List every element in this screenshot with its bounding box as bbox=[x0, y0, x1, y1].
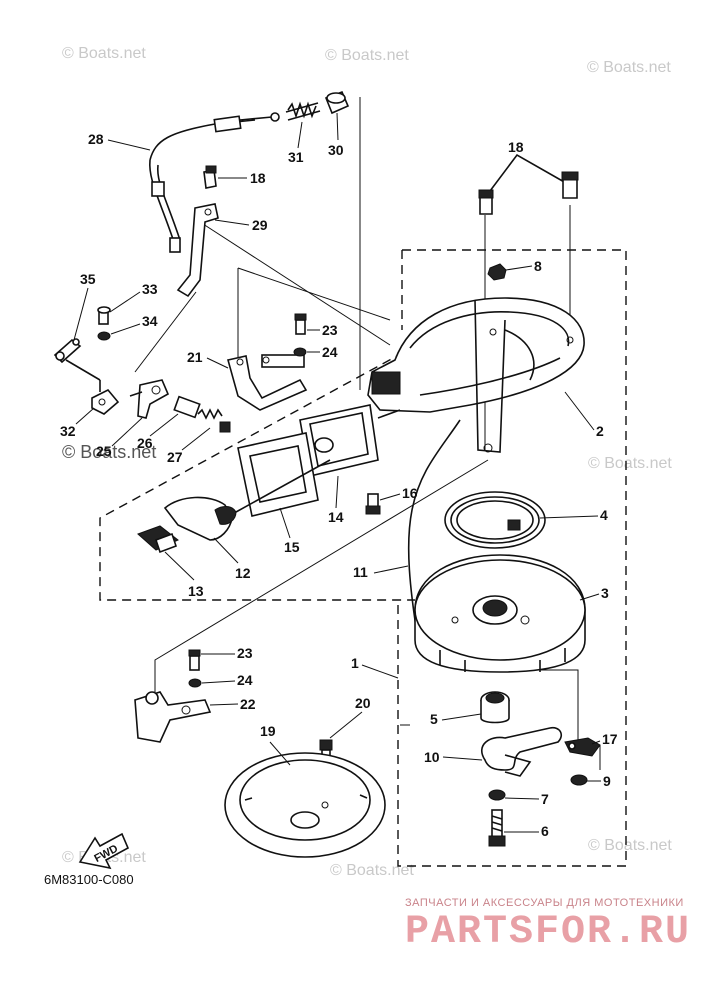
part-2-starter-case bbox=[367, 297, 585, 453]
part-6-bolt bbox=[488, 809, 506, 847]
part-7-washer bbox=[488, 789, 506, 801]
callout-6: 6 bbox=[541, 823, 549, 839]
part-15-seal bbox=[237, 432, 319, 517]
callout-29: 29 bbox=[252, 217, 268, 233]
callout-23: 23 bbox=[322, 322, 338, 338]
brand-logo: PARTSFOR.RU bbox=[405, 910, 691, 955]
part-25-lever bbox=[129, 379, 170, 419]
watermark: © Boats.net bbox=[587, 59, 671, 76]
callout-14: 14 bbox=[328, 509, 344, 525]
callout-labels: 1 2 3 4 5 6 7 8 9 10 11 12 13 14 15 16 1… bbox=[60, 112, 618, 839]
part-29-bracket bbox=[176, 203, 219, 298]
part-18-bolt bbox=[203, 165, 579, 215]
callout-2: 2 bbox=[596, 423, 604, 439]
callout-9: 9 bbox=[603, 773, 611, 789]
part-10-return-spring bbox=[481, 726, 562, 777]
brand-footer: ЗАПЧАСТИ И АКСЕССУАРЫ ДЛЯ МОТОТЕХНИКИ PA… bbox=[405, 897, 691, 955]
part-22-bracket bbox=[134, 691, 212, 743]
callout-19: 19 bbox=[260, 723, 276, 739]
callout-27: 27 bbox=[167, 449, 183, 465]
callout-31: 31 bbox=[288, 149, 304, 165]
part-16-bolt bbox=[365, 493, 381, 515]
part-27-screw bbox=[197, 408, 231, 433]
callout-22: 22 bbox=[240, 696, 256, 712]
part-4-spiral-spring bbox=[444, 491, 546, 549]
callout-16: 16 bbox=[402, 485, 418, 501]
callout-1: 1 bbox=[351, 655, 359, 671]
callout-8: 8 bbox=[534, 258, 542, 274]
diagram-code: 6M83100-C080 bbox=[44, 872, 134, 887]
callout-10: 10 bbox=[424, 749, 440, 765]
callout-4: 4 bbox=[600, 507, 608, 523]
callout-20: 20 bbox=[355, 695, 371, 711]
part-33-screw bbox=[97, 306, 111, 325]
part-32-block bbox=[91, 380, 120, 415]
callout-3: 3 bbox=[601, 585, 609, 601]
callout-26: 26 bbox=[137, 435, 153, 451]
part-34-washer bbox=[97, 331, 111, 341]
part-21-link bbox=[227, 354, 308, 411]
brand-tagline: ЗАПЧАСТИ И АКСЕССУАРЫ ДЛЯ МОТОТЕХНИКИ bbox=[405, 897, 684, 909]
callout-30: 30 bbox=[328, 142, 344, 158]
part-12-starter-handle bbox=[163, 459, 331, 541]
callout-34: 34 bbox=[142, 313, 158, 329]
part-5-bushing bbox=[480, 691, 510, 724]
callout-18: 18 bbox=[250, 170, 266, 186]
callout-18: 18 bbox=[508, 139, 524, 155]
part-35-link-rod bbox=[53, 338, 101, 381]
watermark: © Boats.net bbox=[62, 442, 156, 462]
callout-24: 24 bbox=[237, 672, 253, 688]
watermark: © Boats.net bbox=[325, 47, 409, 64]
assembly-outlines bbox=[99, 249, 627, 867]
callout-15: 15 bbox=[284, 539, 300, 555]
part-28-starter-cable bbox=[149, 112, 280, 253]
part-9-clip bbox=[570, 774, 588, 786]
part-13-handle-cap bbox=[137, 525, 179, 554]
callout-24: 24 bbox=[322, 344, 338, 360]
part-26-collar bbox=[173, 395, 201, 419]
part-17-pawl bbox=[564, 737, 601, 757]
callout-25: 25 bbox=[96, 443, 112, 459]
callout-17: 17 bbox=[602, 731, 618, 747]
callout-28: 28 bbox=[88, 131, 104, 147]
callout-11: 11 bbox=[353, 564, 368, 580]
part-31-spring bbox=[285, 101, 321, 121]
watermark: © Boats.net bbox=[588, 837, 672, 854]
watermark: © Boats.net bbox=[330, 862, 414, 879]
part-14-grommet bbox=[299, 404, 401, 477]
part-30-cap bbox=[324, 90, 350, 115]
part-19-starter-plate bbox=[224, 752, 386, 858]
callout-13: 13 bbox=[188, 583, 204, 599]
part-11-starter-rope bbox=[407, 419, 461, 641]
part-24-washer bbox=[188, 347, 307, 688]
callout-21: 21 bbox=[187, 349, 203, 365]
callout-35: 35 bbox=[80, 271, 96, 287]
part-8-nut bbox=[487, 263, 507, 281]
callout-12: 12 bbox=[235, 565, 251, 581]
callout-32: 32 bbox=[60, 423, 76, 439]
callout-7: 7 bbox=[541, 791, 549, 807]
callout-33: 33 bbox=[142, 281, 158, 297]
watermark: © Boats.net bbox=[588, 455, 672, 472]
watermark: © Boats.net bbox=[62, 45, 146, 62]
part-23-screw bbox=[188, 313, 307, 671]
part-3-sheave-drum bbox=[414, 554, 586, 673]
callout-5: 5 bbox=[430, 711, 438, 727]
callout-23: 23 bbox=[237, 645, 253, 661]
